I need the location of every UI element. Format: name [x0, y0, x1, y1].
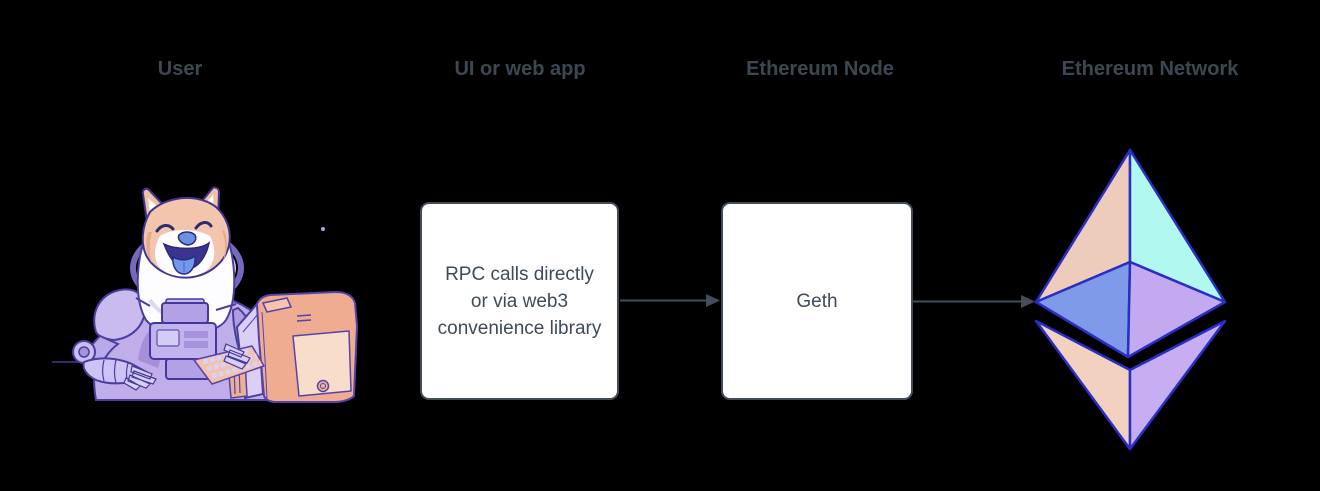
column-header-network: Ethereum Network	[1061, 58, 1239, 80]
doge-nose	[177, 231, 197, 246]
arrow-node-to-network	[913, 295, 1035, 308]
column-header-webapp: UI or web app	[454, 58, 586, 80]
arrowhead	[706, 294, 720, 307]
webapp-node-box: RPC calls directly or via web3 convenien…	[420, 202, 619, 400]
doge-eye-right	[194, 221, 213, 230]
column-header-user: User	[157, 58, 203, 80]
doge-right-hand	[223, 343, 251, 370]
column-header-node: Ethereum Node	[746, 58, 894, 80]
arrowhead	[1021, 295, 1035, 308]
geth-node-label: Geth	[796, 290, 838, 312]
doge-head	[141, 186, 231, 279]
sparkle-dot	[321, 227, 325, 231]
eth-face-mid-right	[1126, 260, 1227, 359]
doge-eye-left	[155, 224, 175, 233]
doge-left-arm	[72, 334, 157, 391]
doge-chest-pack	[135, 297, 237, 380]
computer-fan	[316, 379, 330, 393]
geth-node-box: Geth	[721, 202, 913, 400]
webapp-node-label: RPC calls directly or via web3 convenien…	[437, 263, 602, 339]
eth-face-bottom-right	[1128, 319, 1227, 451]
doge-user-illustration	[52, 186, 358, 403]
arrow-webapp-to-node	[620, 294, 720, 307]
ethereum-logo	[1034, 148, 1227, 451]
